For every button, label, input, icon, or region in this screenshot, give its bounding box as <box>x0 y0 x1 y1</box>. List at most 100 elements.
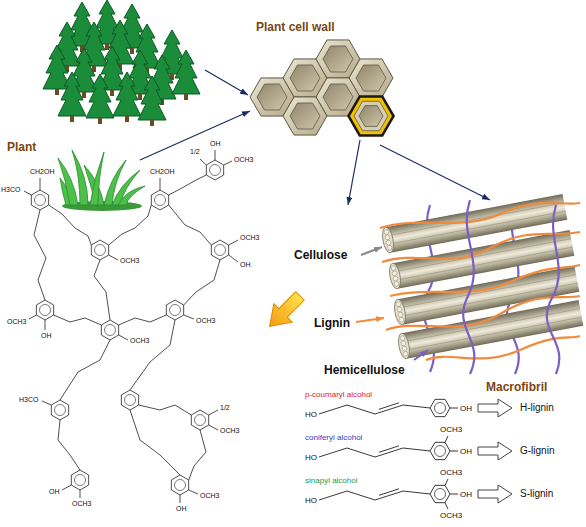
chemical-group: OCH3 <box>130 337 149 345</box>
outline-arrow <box>478 442 512 460</box>
chemical-group: OH <box>240 261 251 269</box>
part-label: Cellulose <box>292 248 349 263</box>
cell <box>283 97 327 135</box>
monolignol-structure <box>319 479 512 509</box>
flow-arrow <box>205 70 248 95</box>
aromatic-ring <box>91 240 108 260</box>
label-anchor: HO <box>305 453 317 462</box>
label-anchor: H-lignin <box>520 402 554 414</box>
lignin-structure <box>24 150 238 503</box>
grass-blade <box>72 150 88 205</box>
zoom-block-arrow <box>260 287 309 336</box>
chemical-group: HO <box>305 496 317 505</box>
grass-blade <box>58 158 78 205</box>
flow-arrow <box>380 145 490 200</box>
chemical-group: 1/2 <box>220 404 230 412</box>
lignin-type: H-lignin <box>520 402 554 414</box>
chemical-group: HO <box>305 410 317 419</box>
label-anchor: p-coumaryl alcohol <box>305 390 372 399</box>
label-anchor: sinapyl alcohol <box>305 476 357 485</box>
monolignol-structure <box>319 436 512 460</box>
grass-arrow <box>140 111 250 160</box>
cell-wall-cluster <box>250 40 395 137</box>
chemical-group: OCH3 <box>240 234 259 242</box>
aromatic-ring <box>191 410 208 430</box>
label-anchor: OCH3 <box>234 156 253 164</box>
label-anchor: OH <box>460 404 472 413</box>
chemical-group: OH <box>460 490 472 499</box>
aromatic-ring <box>101 320 118 340</box>
bonds <box>319 479 458 509</box>
label-anchor: 1/2 <box>190 148 200 156</box>
label-anchor: HO <box>305 410 317 419</box>
aromatic-ring <box>151 190 168 210</box>
tree <box>86 74 114 124</box>
label-anchor: OH <box>176 505 187 513</box>
cellulose-bundle <box>397 300 584 360</box>
monolignol-name: coniferyl alcohol <box>305 433 362 442</box>
part-label: Lignin <box>312 316 352 331</box>
chemical-group: OCH3 <box>196 317 215 325</box>
label-anchor: OCH3 <box>440 425 462 434</box>
grass-blade <box>118 186 145 205</box>
label-anchor: G-lignin <box>520 445 554 457</box>
chemical-group: OH <box>460 404 472 413</box>
aromatic-ring <box>71 470 88 490</box>
leader-arrow <box>361 247 382 255</box>
bonds <box>24 150 238 503</box>
label-anchor: OCH3 <box>196 317 215 325</box>
aromatic-ring <box>51 400 68 420</box>
aromatic-ring <box>36 300 53 320</box>
leader-arrow <box>414 350 428 360</box>
chemical-group: OCH3 <box>440 468 462 477</box>
lignin-strand <box>382 232 580 262</box>
label-anchor: OCH3 <box>72 500 91 508</box>
hemicellulose-strand <box>547 205 559 374</box>
zoom-arrow <box>348 140 360 205</box>
picture-group: Plant cell wall <box>248 18 405 145</box>
chemical-group: HO <box>305 453 317 462</box>
aromatic-ring <box>430 485 450 502</box>
leader-arrow <box>356 318 384 322</box>
aromatic-ring <box>31 190 48 210</box>
chemical-group: OCH3 <box>7 318 26 326</box>
lignin-type: S-lignin <box>520 488 553 500</box>
label-anchor: H3CO <box>19 396 38 404</box>
chemical-group: OH <box>41 332 52 340</box>
macrofibril-picture <box>356 194 583 374</box>
forest <box>43 0 200 126</box>
chemical-group: OCH3 <box>72 500 91 508</box>
grass <box>58 150 145 211</box>
chemical-group: OCH3 <box>440 425 462 434</box>
hemicellulose-strands <box>463 200 559 374</box>
label-anchor: 1/2 <box>220 404 230 412</box>
lignin-strands <box>380 203 580 360</box>
tree <box>138 76 166 126</box>
monolignol-name: p-coumaryl alcohol <box>305 390 372 399</box>
label-anchor: OH <box>210 140 221 148</box>
aromatic-ring <box>430 399 450 416</box>
group-heading: Macrofibril <box>486 380 547 394</box>
chemical-group: OCH3 <box>220 427 239 435</box>
label-anchor: CH2OH <box>150 168 175 176</box>
tree <box>58 72 86 122</box>
label-anchor: OCH3 <box>120 257 139 265</box>
chemical-group: CH2OH <box>30 168 55 176</box>
tree <box>172 50 200 100</box>
outline-arrow <box>478 399 512 417</box>
chemical-group: OCH3 <box>440 511 462 520</box>
label-anchor: CH2OH <box>30 168 55 176</box>
label-anchor: OCH3 <box>440 468 462 477</box>
label-anchor: coniferyl alcohol <box>305 433 362 442</box>
chemical-group: CH2OH <box>150 168 175 176</box>
chemical-group: OCH3 <box>120 257 139 265</box>
outline-arrow <box>478 485 512 503</box>
picture-group: Plant <box>3 0 205 218</box>
chemical-group: H3CO <box>19 396 38 404</box>
label-anchor: OCH3 <box>440 511 462 520</box>
label-anchor: OCH3 <box>7 318 26 326</box>
aromatic-ring <box>430 442 450 459</box>
aromatic-ring <box>206 160 223 180</box>
